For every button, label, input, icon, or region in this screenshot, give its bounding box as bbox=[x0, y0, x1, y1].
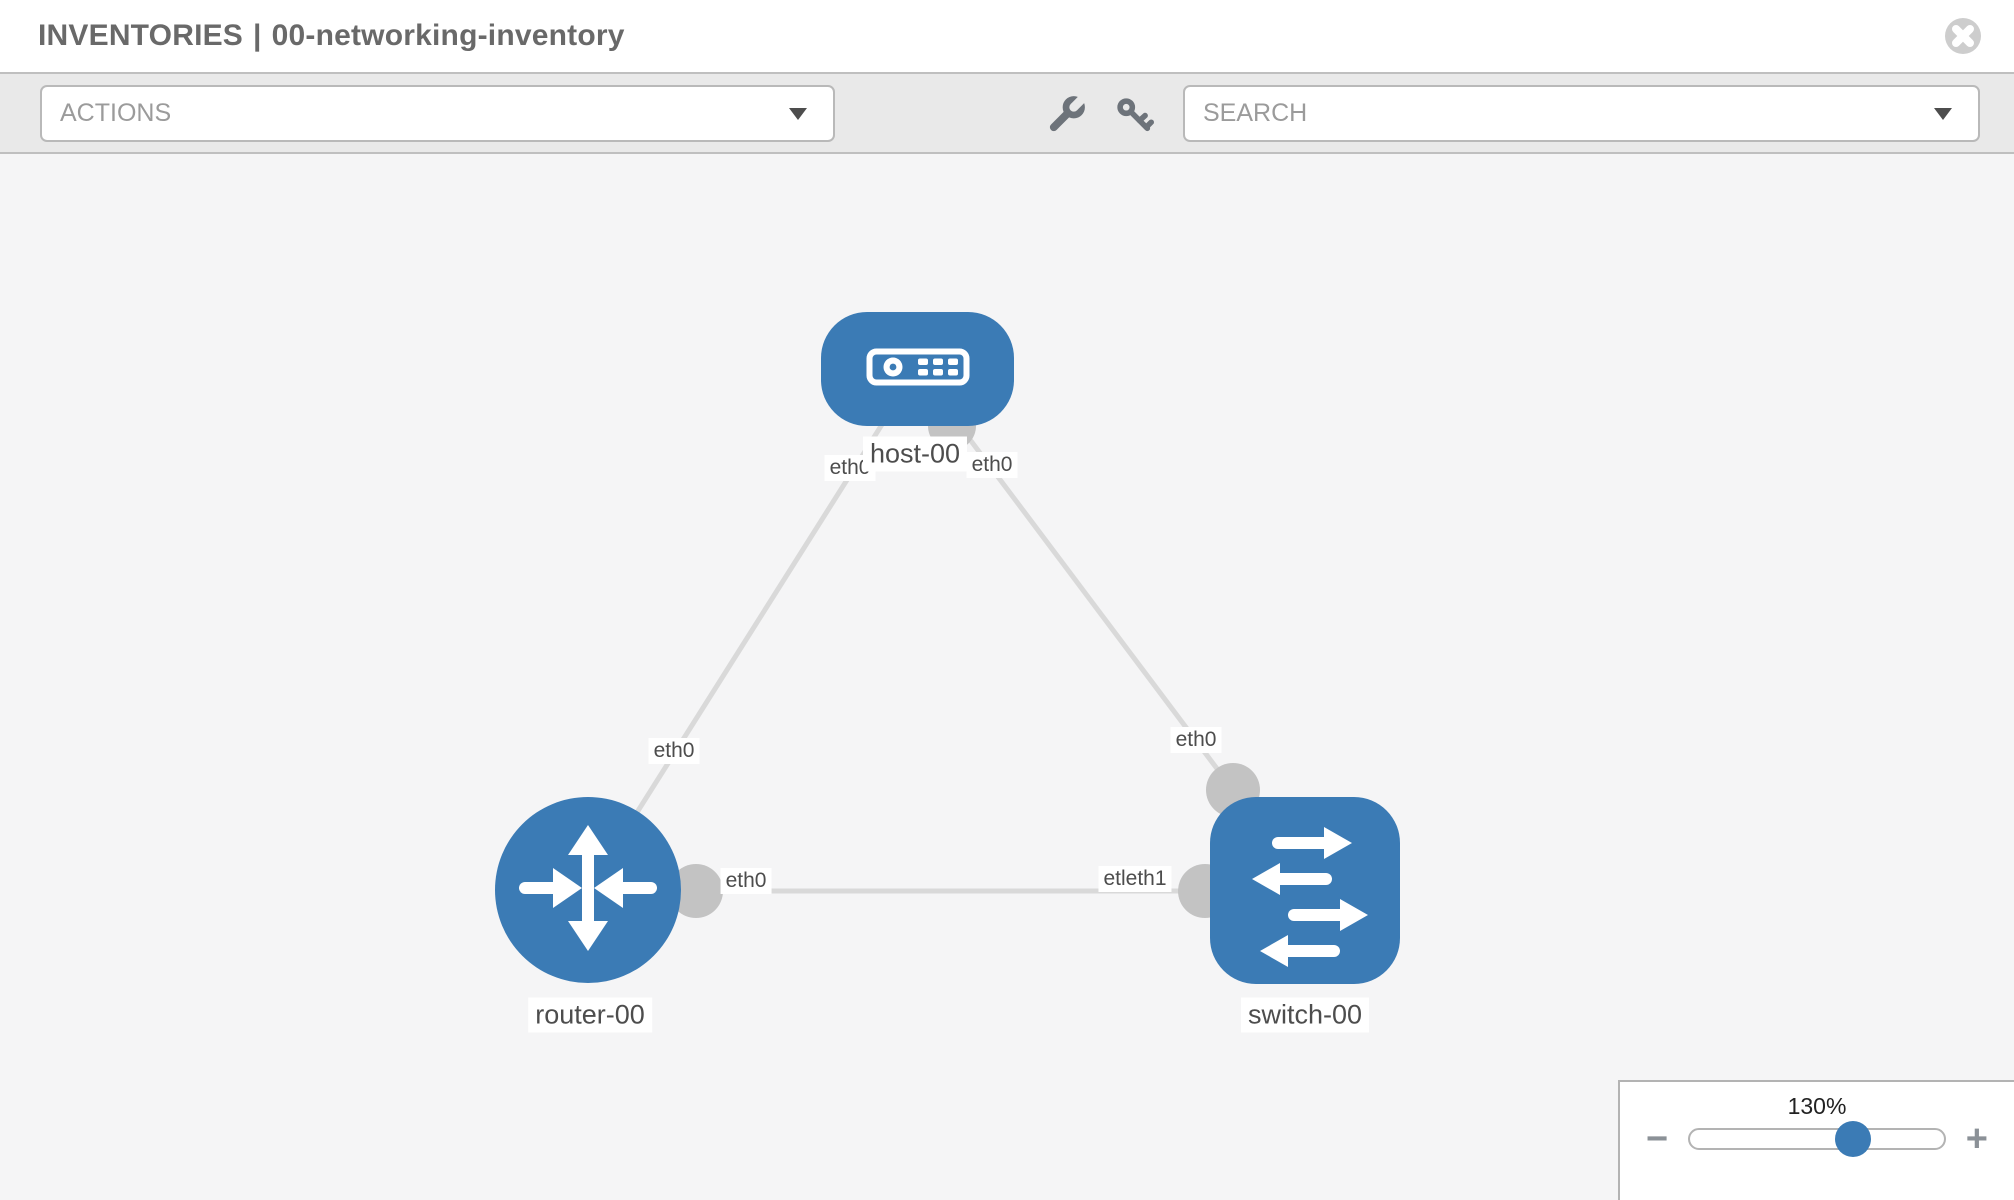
zoom-out-button[interactable]: − bbox=[1646, 1118, 1669, 1160]
interface-label: eth0 bbox=[720, 868, 772, 894]
page-title: INVENTORIES | 00-networking-inventory bbox=[38, 19, 625, 53]
search-dropdown[interactable]: SEARCH bbox=[1183, 85, 1980, 142]
router-icon bbox=[495, 795, 681, 986]
edges-layer bbox=[585, 367, 1260, 918]
zoom-controls: − + bbox=[1620, 1118, 2014, 1160]
zoom-in-button[interactable]: + bbox=[1965, 1118, 1988, 1160]
node-label-router: router-00 bbox=[528, 997, 652, 1033]
zoom-level-label: 130% bbox=[1787, 1093, 1847, 1119]
interface-label: eth0 bbox=[1170, 727, 1222, 753]
switch-icon bbox=[1210, 795, 1400, 987]
node-router-00[interactable] bbox=[495, 797, 681, 983]
caret-down-icon bbox=[789, 107, 807, 120]
node-label-switch: switch-00 bbox=[1240, 997, 1370, 1033]
host-icon bbox=[866, 348, 970, 391]
port-circles bbox=[669, 402, 1260, 918]
caret-down-icon bbox=[1934, 107, 1952, 120]
node-switch-00[interactable] bbox=[1210, 797, 1400, 984]
credentials-button[interactable] bbox=[1112, 94, 1156, 138]
title-section: INVENTORIES bbox=[38, 19, 244, 52]
title-inventory-name: 00-networking-inventory bbox=[271, 19, 625, 52]
close-button[interactable] bbox=[1942, 15, 1984, 57]
search-dropdown-label: SEARCH bbox=[1203, 99, 1308, 127]
configure-button[interactable] bbox=[1044, 92, 1089, 138]
zoom-panel: 130% − + bbox=[1618, 1080, 2014, 1200]
interface-label: eth0 bbox=[648, 738, 700, 764]
title-separator: | bbox=[253, 19, 262, 52]
wrench-icon bbox=[1046, 92, 1089, 138]
key-icon bbox=[1114, 95, 1154, 138]
actions-dropdown[interactable]: ACTIONS bbox=[40, 85, 835, 142]
close-icon bbox=[1942, 18, 1984, 60]
toolbar: ACTIONS bbox=[0, 72, 2014, 154]
interface-label: eth0 bbox=[824, 455, 876, 481]
port-circle-router bbox=[669, 864, 723, 918]
header: INVENTORIES | 00-networking-inventory bbox=[0, 0, 2014, 72]
interface-label-overlapping: etleth1 bbox=[1098, 866, 1172, 892]
node-label-host: host-00 bbox=[862, 436, 968, 472]
node-host-00[interactable] bbox=[821, 312, 1014, 426]
interface-label: eth0 bbox=[966, 452, 1018, 478]
zoom-slider-knob[interactable] bbox=[1834, 1121, 1871, 1157]
zoom-slider[interactable] bbox=[1688, 1121, 1946, 1157]
actions-dropdown-label: ACTIONS bbox=[60, 99, 172, 127]
topology-canvas[interactable]: eth0 eth0 eth0 eth0 eth0 etleth1 host-00… bbox=[0, 154, 2014, 1200]
